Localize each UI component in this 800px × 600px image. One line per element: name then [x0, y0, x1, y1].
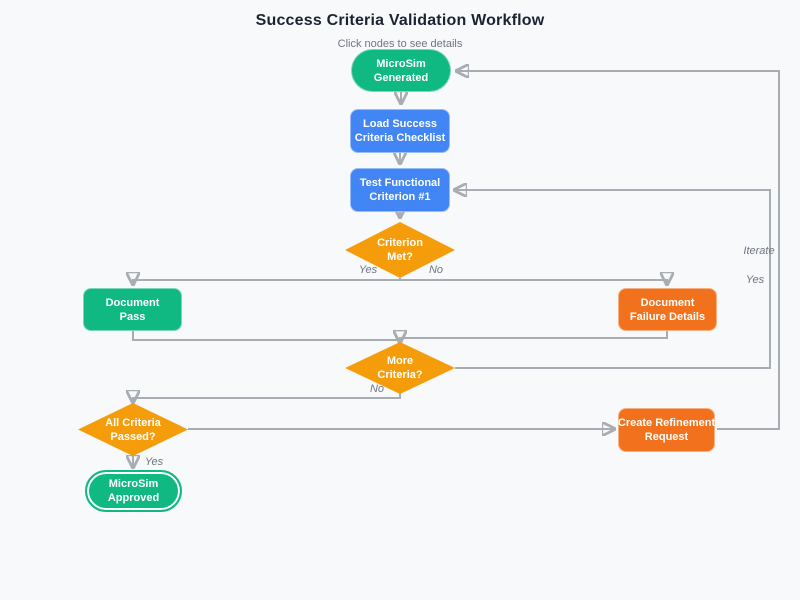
node-load-success-criteria-checklist[interactable]: Load Success Criteria Checklist: [350, 109, 450, 153]
node-label-line: Request: [644, 431, 689, 443]
node-label-line: Create Refinement: [617, 417, 716, 429]
edge-more-test: [455, 190, 771, 369]
node-label-line: Load Success: [363, 118, 437, 130]
node-label-line: Criterion: [377, 237, 423, 249]
node-label-line: Approved: [107, 492, 160, 504]
node-microsim-generated[interactable]: MicroSim Generated: [351, 49, 451, 92]
node-label-line: MicroSim: [108, 478, 159, 490]
edge-label-criterion-met-yes: Yes: [358, 264, 378, 276]
node-label-line: More: [386, 355, 414, 367]
edge-fail-more: [400, 331, 668, 341]
node-label-line: All Criteria: [105, 416, 161, 429]
node-label-line: Failure Details: [629, 310, 706, 323]
node-document-pass[interactable]: Document Pass: [83, 288, 182, 331]
node-microsim-approved[interactable]: MicroSim Approved: [85, 470, 182, 512]
page-title: Success Criteria Validation Workflow: [255, 12, 545, 29]
node-label-line: Criteria Checklist: [354, 132, 446, 144]
edge-pass-more: [132, 331, 400, 341]
edge-label-more-criteria-no: No: [369, 383, 385, 395]
node-test-functional-criterion[interactable]: Test Functional Criterion #1: [350, 168, 450, 212]
node-label-line: Pass: [119, 310, 146, 323]
subtitle: Click nodes to see details: [337, 38, 463, 50]
edge-label-more-criteria-yes: Yes: [745, 274, 765, 286]
node-label-line: Generated: [373, 71, 429, 84]
edge-label-iterate: Iterate: [743, 245, 775, 257]
node-create-refinement-request[interactable]: Create Refinement Request: [618, 408, 715, 452]
node-label-line: Passed?: [110, 430, 156, 443]
node-label-line: Test Functional: [359, 177, 441, 189]
edge-label-criterion-met-no: No: [428, 264, 444, 276]
edge-met-pass: [133, 278, 401, 283]
node-label-line: Met?: [387, 251, 413, 263]
node-document-failure-details[interactable]: Document Failure Details: [618, 288, 717, 331]
edge-refine-start: [458, 71, 780, 430]
edge-met-fail: [399, 278, 667, 283]
node-label-line: Criteria?: [377, 369, 423, 381]
edge-more-all: [133, 392, 401, 401]
node-label-line: Criterion #1: [369, 191, 431, 203]
node-label-line: Document: [640, 296, 695, 309]
node-label-line: Document: [105, 296, 160, 309]
edge-label-all-criteria-yes: Yes: [144, 456, 164, 468]
node-label-line: MicroSim: [376, 57, 426, 70]
